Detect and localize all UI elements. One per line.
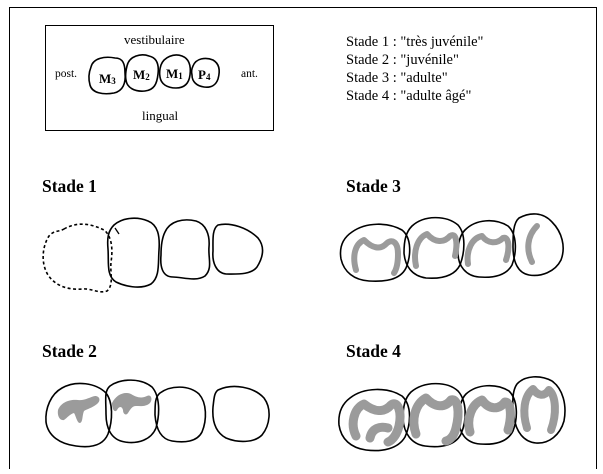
- stage1-m2: [106, 217, 161, 288]
- stage3-m3-dentine: [351, 237, 401, 276]
- stage3-m3: [339, 223, 411, 283]
- stage1-title: Stade 1: [42, 176, 97, 196]
- stage2-m2: [104, 379, 160, 444]
- stage2-m2-dentine: [112, 393, 152, 415]
- stage1-m3-unerupted: [42, 223, 113, 293]
- stage2-m1: [154, 386, 207, 443]
- stage3-m2: [403, 216, 465, 280]
- stage1-tooth-row: [42, 217, 264, 293]
- stage1-m1: [159, 219, 211, 280]
- tooth-label-p4: P4: [198, 67, 211, 82]
- stage2-tooth-row: [45, 379, 270, 448]
- stage3-p4: [512, 213, 564, 277]
- stage3-m2-dentine: [412, 231, 460, 269]
- lingual-label: lingual: [142, 108, 179, 123]
- stage2-p4: [212, 385, 270, 443]
- stage4-title: Stade 4: [346, 341, 401, 361]
- figure-frame: [9, 7, 597, 469]
- stage3-dentine: [351, 223, 540, 276]
- legend-tooth-m1: [158, 53, 191, 89]
- stage-definition-1: Stade 1 : "très juvénile": [346, 34, 484, 50]
- stage4-m2-dentine: [409, 393, 463, 446]
- legend-tooth-m3: [87, 55, 126, 95]
- vestibular-label: vestibulaire: [124, 32, 185, 47]
- legend-tooth-p4: [190, 57, 220, 88]
- stage3-p4-dentine: [525, 223, 540, 265]
- stage2-title: Stade 2: [42, 341, 97, 361]
- orientation-legend-box: vestibulaire post. ant. lingual M3 M2 M1…: [45, 25, 274, 131]
- stage1-m2-cusp-tick: [114, 227, 120, 235]
- legend-tooth-m2: [124, 53, 159, 92]
- stage3-m1-dentine: [464, 233, 512, 267]
- stage-definition-3: Stade 3 : "adulte": [346, 70, 448, 86]
- stage2-m3-dentine: [57, 396, 100, 423]
- stage2-dentine: [57, 393, 152, 423]
- stage4-dentine: [348, 385, 559, 447]
- stage4-p4-dentine: [520, 385, 559, 434]
- tooth-label-m3: M3: [99, 71, 116, 86]
- stage4-m3: [338, 388, 411, 452]
- stage4-m1-dentine: [464, 395, 515, 437]
- stage4-m3-dentine: [348, 399, 405, 447]
- anterior-label: ant.: [241, 68, 258, 80]
- stage2-m3: [45, 382, 113, 448]
- stage3-title: Stade 3: [346, 176, 401, 196]
- legend-teeth-outlines: [87, 53, 220, 95]
- posterior-label: post.: [55, 68, 78, 80]
- tooth-label-m2: M2: [133, 67, 150, 82]
- stage-definition-2: Stade 2 : "juvénile": [346, 52, 459, 68]
- tooth-label-m1: M1: [166, 66, 183, 81]
- stage-definitions-list: Stade 1 : "très juvénile" Stade 2 : "juv…: [346, 33, 483, 105]
- stage1-p4: [212, 223, 264, 275]
- stage-definition-4: Stade 4 : "adulte âgé": [346, 88, 472, 104]
